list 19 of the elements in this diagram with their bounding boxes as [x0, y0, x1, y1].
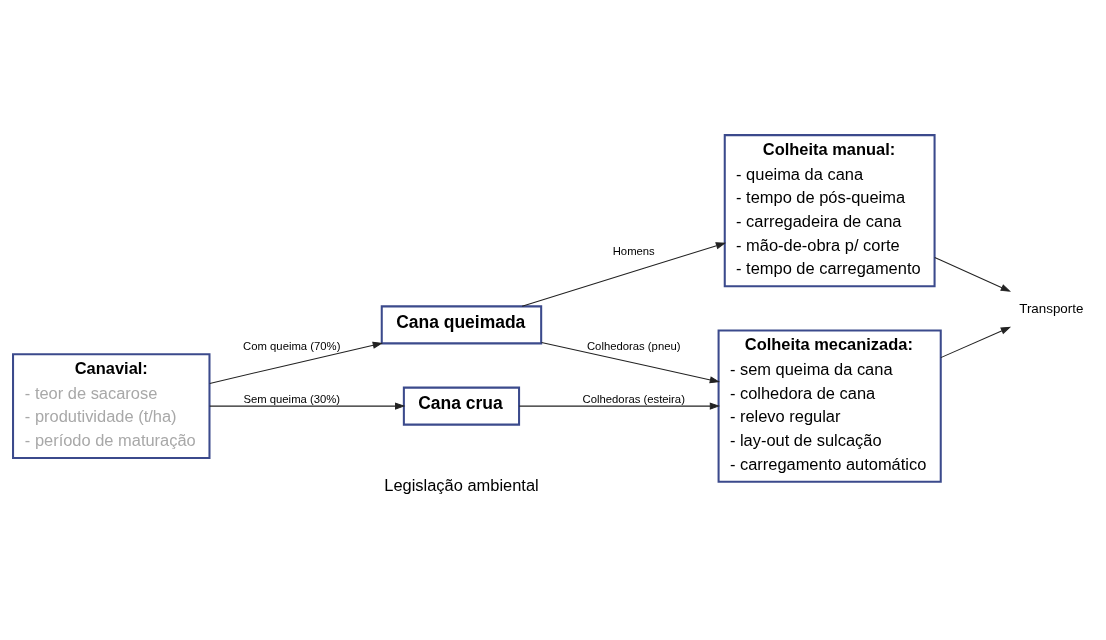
arrow — [934, 256, 1012, 292]
label: Legislação ambiental — [384, 475, 539, 494]
edge-label: Com queima (70%) — [243, 339, 341, 352]
arrow — [521, 241, 727, 307]
edge-label: Colhedoras (pneu) — [586, 339, 681, 352]
edge-label: Homens — [612, 244, 655, 257]
edge-label: Sem queima (30%) — [243, 392, 341, 405]
arrow — [209, 402, 406, 410]
edge-label: Colhedoras (esteira) — [582, 392, 685, 405]
node-box: Colheita mecanizada: - sem queima da cana - colhedora de cana - relevo regular - lay-out de sulcação - carregamento automático — [717, 329, 942, 483]
node-box: Cana crua — [402, 386, 521, 426]
node-text: Transporte — [1019, 300, 1084, 316]
arrow — [209, 341, 383, 384]
node-box: Cana queimada — [380, 304, 543, 344]
node-box: Canavial: - teor de sacarose - produtividade (t/ha) - período de maturação — [12, 352, 211, 459]
node-box: Colheita manual: - queima da cana - tempo de pós-queima - carregadeira de cana - mão-de-obra p/ corte - tempo de carregamento — [723, 133, 936, 287]
arrow — [940, 326, 1012, 358]
arrow — [518, 402, 721, 410]
arrow — [540, 341, 721, 383]
